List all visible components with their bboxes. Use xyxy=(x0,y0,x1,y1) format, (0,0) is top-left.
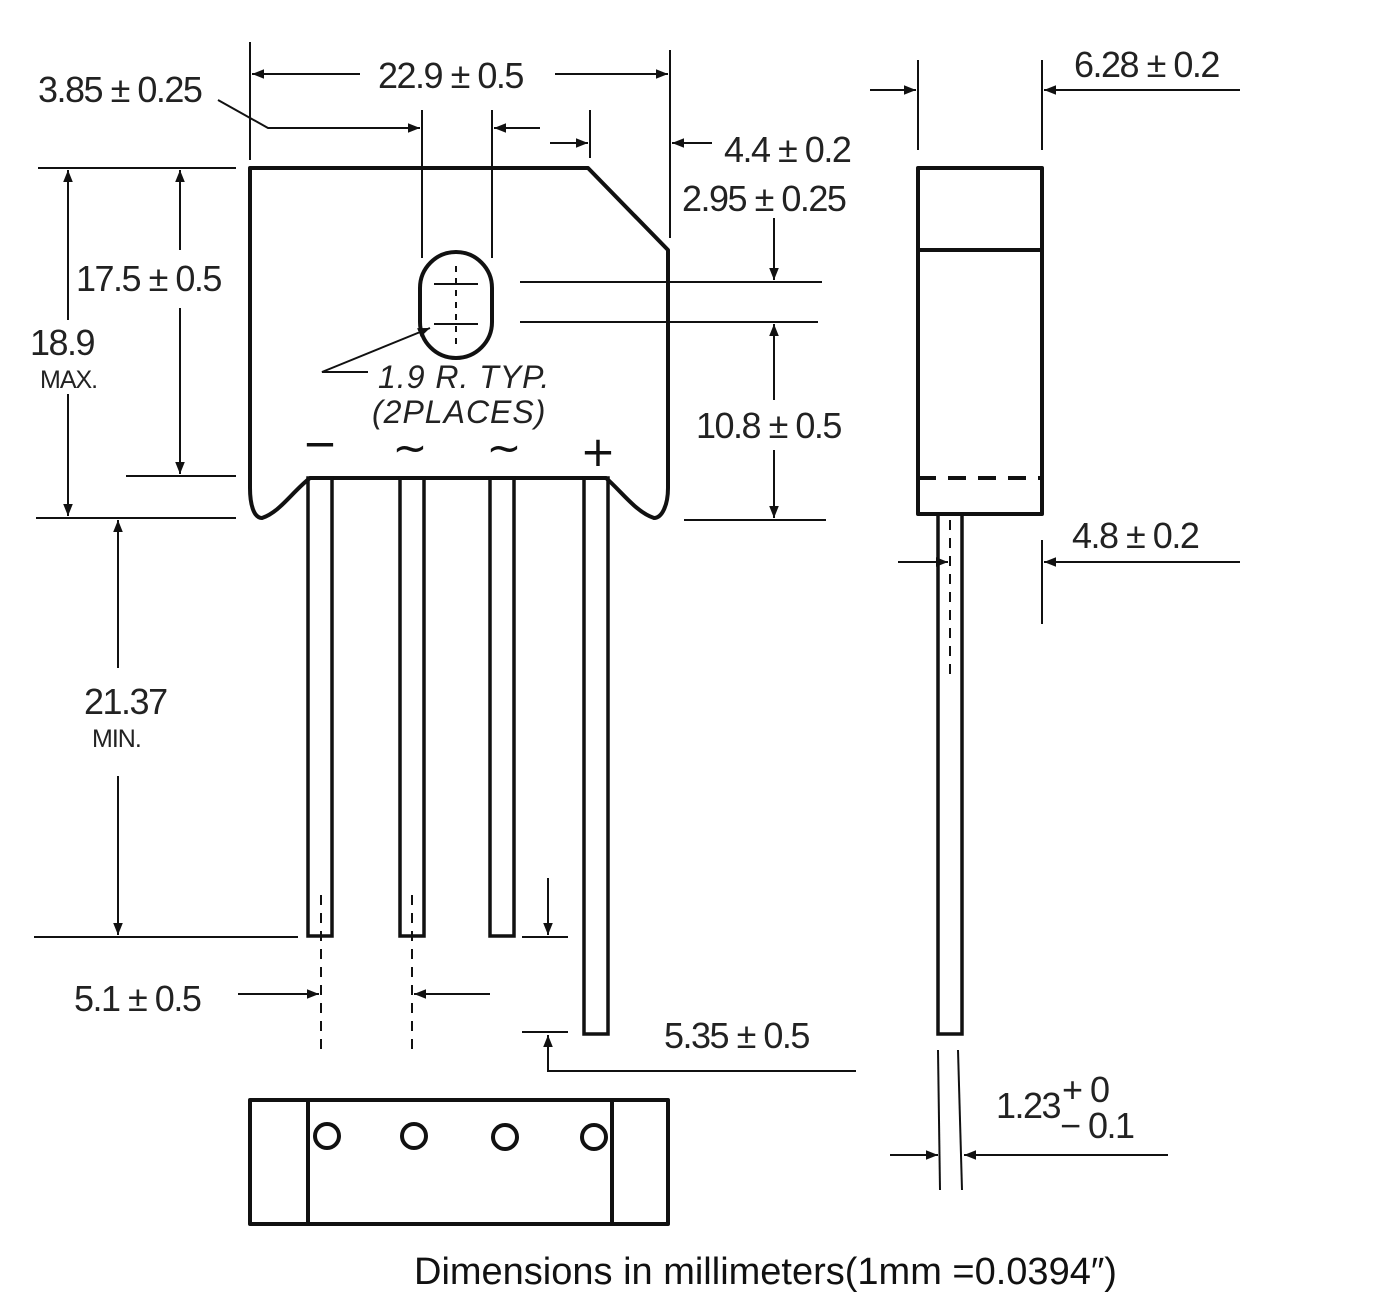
side-body xyxy=(916,166,1044,516)
slot-note-line1: 1.9 R. TYP. xyxy=(378,359,550,395)
lead-4 xyxy=(582,476,610,1036)
polarity-minus: − xyxy=(302,419,337,468)
lead-hole-2 xyxy=(400,1122,428,1150)
polarity-ac-2: ~ xyxy=(486,423,521,472)
leads xyxy=(306,476,610,1036)
label-lead-diameter-upper: + 0 xyxy=(1062,1069,1109,1110)
label-overall-width: 22.9 ± 0.5 xyxy=(378,55,523,96)
polarity-plus: + xyxy=(580,427,615,476)
bottom-body xyxy=(248,1098,670,1226)
label-side-lead-offset: 4.8 ± 0.2 xyxy=(1072,515,1199,556)
label-lead-length-note: MIN. xyxy=(92,725,141,753)
label-total-height-note: MAX. xyxy=(40,366,97,394)
label-hole-offset: 3.85 ± 0.25 xyxy=(38,69,202,110)
label-total-height: 18.9 xyxy=(30,322,95,363)
label-lead-length: 21.37 xyxy=(84,681,167,722)
dimension-labels: 22.9 ± 0.5 3.85 ± 0.25 4.4 ± 0.2 2.95 ± … xyxy=(30,44,1221,1146)
lead-hole-1 xyxy=(313,1122,341,1150)
side-view xyxy=(870,60,1240,1191)
polarity-ac-1: ~ xyxy=(392,423,427,472)
label-lead-pitch: 5.1 ± 0.5 xyxy=(74,978,201,1019)
label-side-thickness: 6.28 ± 0.2 xyxy=(1074,44,1219,85)
label-hole-to-base: 10.8 ± 0.5 xyxy=(696,405,841,446)
label-lead-diameter-lower: − 0.1 xyxy=(1060,1105,1134,1146)
side-lead xyxy=(936,512,964,1036)
label-lead-offset: 5.35 ± 0.5 xyxy=(664,1015,809,1056)
label-chamfer-width: 4.4 ± 0.2 xyxy=(724,129,851,170)
lead-2 xyxy=(398,476,426,938)
label-hole-top: 2.95 ± 0.25 xyxy=(682,178,846,219)
bottom-view xyxy=(248,1098,670,1226)
mounting-slot xyxy=(418,250,494,360)
slot-note-line2: (2PLACES) xyxy=(372,394,546,430)
dimension-lines xyxy=(34,42,856,1072)
lead-1 xyxy=(306,476,334,938)
lead-hole-4 xyxy=(580,1123,608,1151)
lead-3 xyxy=(488,476,516,938)
label-lead-diameter: 1.23 xyxy=(996,1085,1061,1126)
units-caption: Dimensions in millimeters(1mm =0.0394″) xyxy=(414,1251,1117,1293)
lead-hole-3 xyxy=(491,1123,519,1151)
front-view: − ~ ~ + xyxy=(248,166,670,1052)
label-body-height: 17.5 ± 0.5 xyxy=(76,258,221,299)
